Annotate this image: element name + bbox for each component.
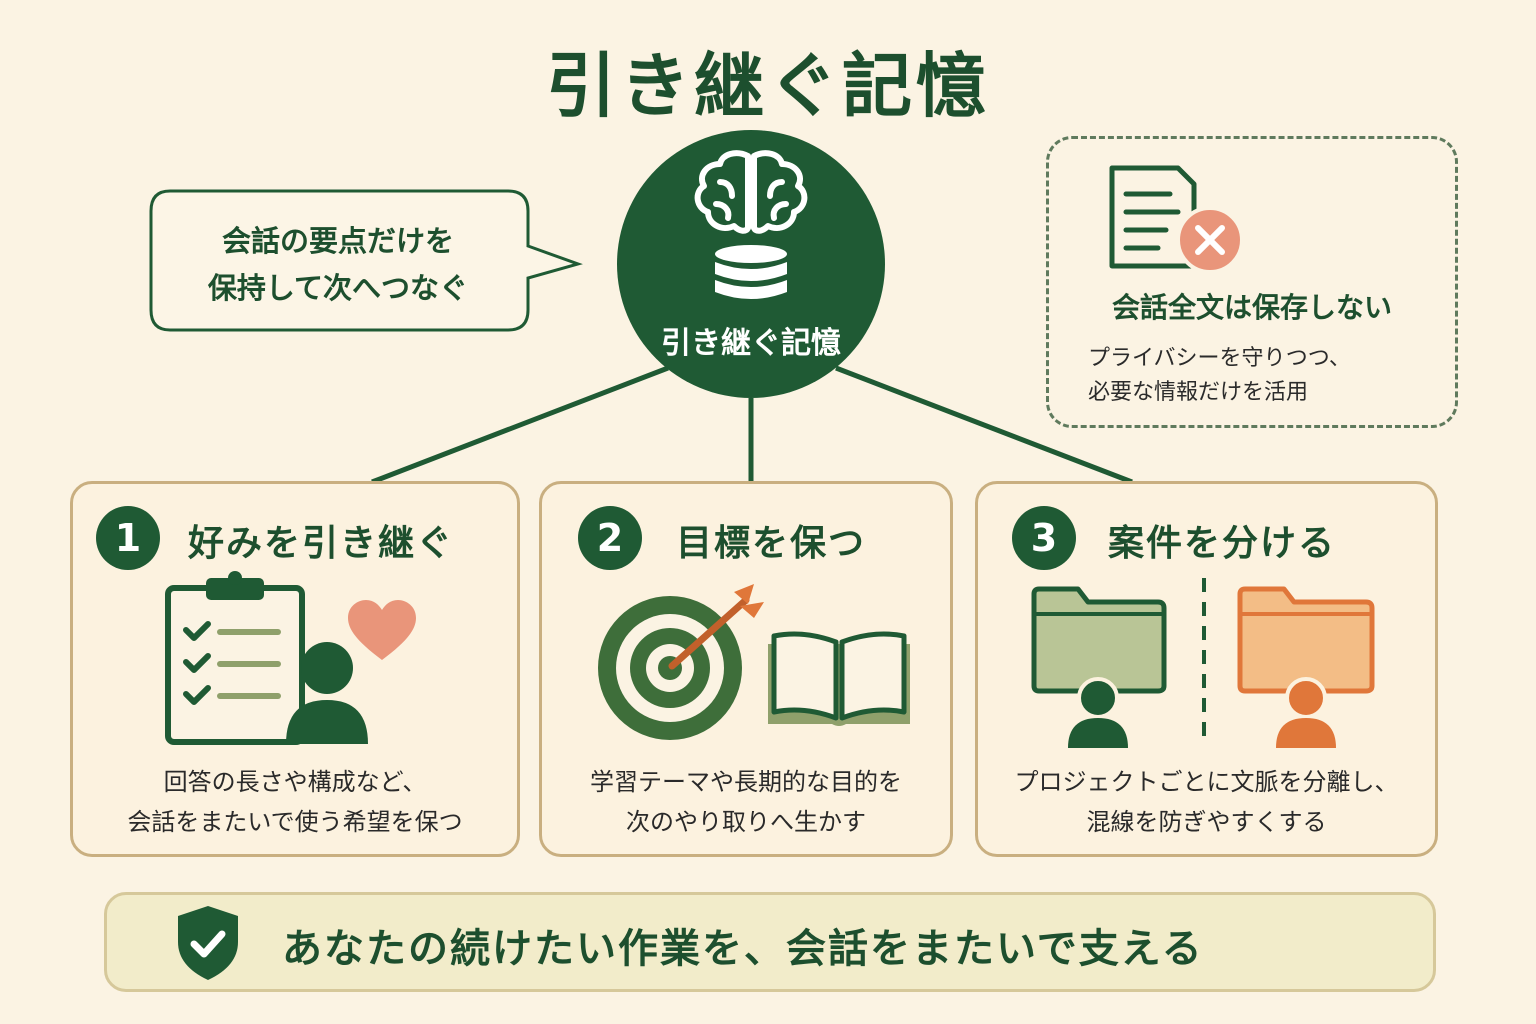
person-icon: [1276, 677, 1336, 748]
card-3-desc-line-2: 混線を防ぎやすくする: [1086, 808, 1327, 836]
note-line-2: 必要な情報だけを活用: [1088, 380, 1309, 405]
orange-folder-icon: [1237, 586, 1375, 694]
target-arrow-icon: [598, 584, 764, 740]
bubble-line-1: 会話の要点だけを: [221, 224, 454, 258]
divider-dashed: [1202, 578, 1206, 738]
note-line-1: プライバシーを守りつつ、: [1088, 346, 1351, 371]
card-1-desc: 回答の長さや構成など、 会話をまたいで使う希望を保つ: [70, 762, 520, 842]
card-1-number-badge: 1: [96, 506, 160, 570]
heart-icon: [348, 600, 416, 660]
shield-check-icon: [178, 906, 238, 980]
card-2-title: 目標を保つ: [676, 523, 867, 564]
brain-icon: [694, 150, 808, 234]
card-3-desc: プロジェクトごとに文脈を分離し、 混線を防ぎやすくする: [975, 762, 1438, 842]
bubble-text: 会話の要点だけを 保持して次へつなぐ: [153, 218, 523, 312]
hub-label: 引き継ぐ記憶: [661, 326, 841, 361]
card-1-title: 好みを引き継ぐ: [188, 523, 455, 564]
note-title: 会話全文は保存しない: [1111, 291, 1392, 324]
person-icon: [1068, 677, 1128, 748]
card-2-desc-line-2: 次のやり取りへ生かす: [626, 808, 866, 836]
speech-bubble: [149, 189, 583, 332]
database-icon: [715, 245, 787, 299]
card-1-desc-line-2: 会話をまたいで使う希望を保つ: [127, 808, 463, 836]
clipboard-checklist-icon: [165, 571, 305, 745]
card-2-number-badge: 2: [578, 506, 642, 570]
card-2-desc: 学習テーマや長期的な目的を 次のやり取りへ生かす: [539, 762, 953, 842]
card-3-desc-line-1: プロジェクトごとに文脈を分離し、: [1014, 768, 1399, 796]
page-title: 引き継ぐ記憶: [546, 45, 990, 127]
footer-text: あなたの続けたい作業を、会話をまたいで支える: [282, 926, 1204, 972]
person-icon: [286, 642, 368, 744]
bubble-line-2: 保持して次へつなぐ: [207, 271, 469, 305]
green-folder-icon: [1031, 586, 1167, 694]
open-book-icon: [768, 631, 910, 726]
card-2-desc-line-1: 学習テーマや長期的な目的を: [590, 768, 902, 796]
card-3-title: 案件を分ける: [1108, 523, 1337, 564]
privacy-note: [1046, 136, 1458, 428]
document-x-icon: [1109, 165, 1244, 274]
card-1-desc-line-1: 回答の長さや構成など、: [163, 768, 427, 796]
card-3-number-badge: 3: [1012, 506, 1076, 570]
footer-banner: [104, 892, 1436, 992]
